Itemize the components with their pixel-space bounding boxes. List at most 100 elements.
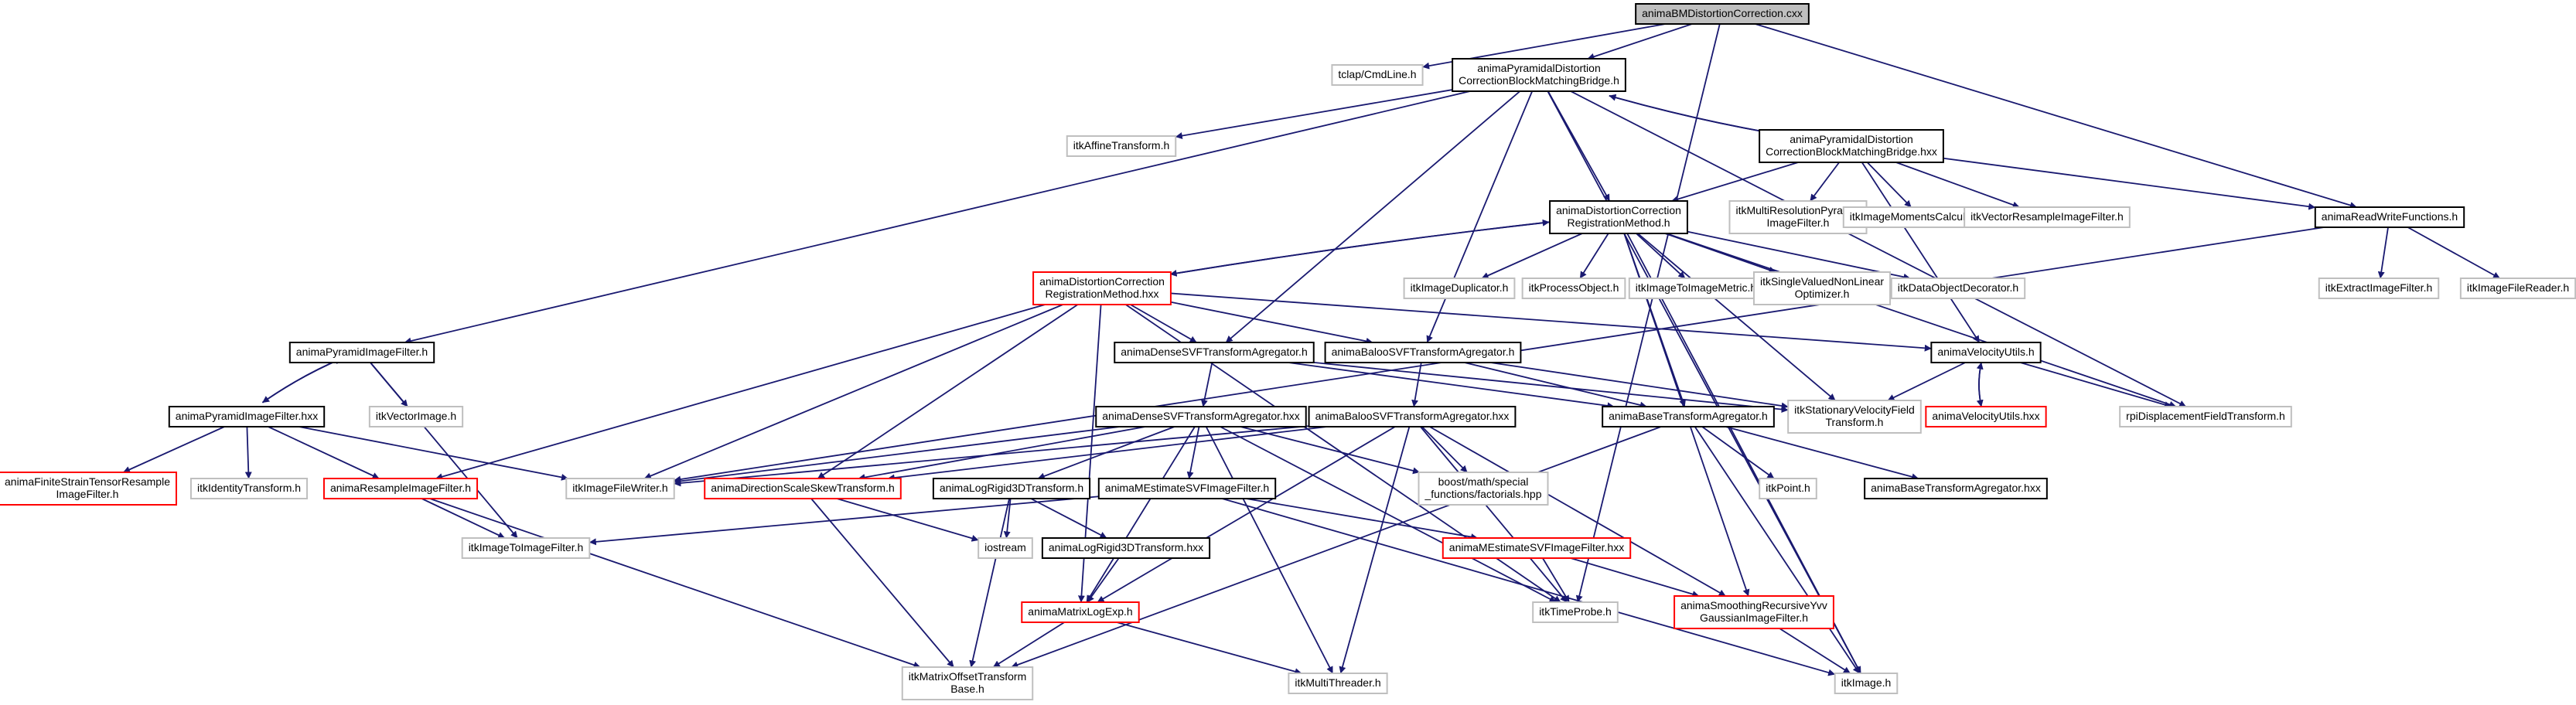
- node-label: animaVelocityUtils.h: [1937, 346, 2034, 358]
- edge-baloosvf-hxx-to-multithreader: [1339, 426, 1411, 674]
- node-root[interactable]: animaBMDistortionCorrection.cxx: [1635, 3, 1810, 25]
- node-label: _functions/factorials.hpp: [1424, 488, 1542, 500]
- node-box: [1635, 3, 1810, 25]
- node-affine: itkAffineTransform.h: [1066, 135, 1177, 157]
- node-logrigid-hxx[interactable]: animaLogRigid3DTransform.hxx: [1041, 537, 1211, 559]
- node-label: animaBalooSVFTransformAgregator.h: [1332, 346, 1515, 358]
- edge-mestimate-h-to-itkimage: [1222, 498, 1836, 676]
- node-label: iostream: [984, 541, 1026, 553]
- edge-pdc-bridge-h-to-pyrfilter-h: [404, 90, 1471, 345]
- node-box: [1097, 478, 1277, 499]
- edge-logrigid-h-to-iostream: [1003, 498, 1012, 539]
- edge-resample-to-matrixoffset: [429, 498, 921, 669]
- node-rpidisp: rpiDisplacementFieldTransform.h: [2119, 406, 2292, 427]
- node-baloosvf-h[interactable]: animaBalooSVFTransformAgregator.h: [1324, 342, 1522, 363]
- node-dcrm-hxx[interactable]: animaDistortionCorrectionRegistrationMet…: [1032, 271, 1172, 305]
- node-velutils-hxx[interactable]: animaVelocityUtils.hxx: [1925, 406, 2047, 427]
- edge-logrigid-h-to-logrigid-hxx: [1030, 498, 1107, 539]
- edge-densesvf-h-to-densesvf-hxx: [1200, 362, 1213, 407]
- node-label: animaBalooSVFTransformAgregator.hxx: [1315, 410, 1510, 422]
- node-dcrm-h[interactable]: animaDistortionCorrectionRegistrationMet…: [1549, 200, 1688, 234]
- edge-dcrm-h-to-statvel: [1637, 233, 1836, 401]
- edge-baseagg-h-to-itkpoint: [1701, 426, 1775, 479]
- node-dirscaleskew[interactable]: animaDirectionScaleSkewTransform.h: [704, 478, 902, 499]
- node-label: tclap/CmdLine.h: [1338, 68, 1416, 80]
- edge-baloosvf-h-to-baloosvf-hxx: [1411, 362, 1422, 407]
- node-box: [1925, 406, 2047, 427]
- node-mestimate-hxx[interactable]: animaMEstimateSVFImageFilter.hxx: [1442, 537, 1632, 559]
- node-filereader: itkImageFileReader.h: [2459, 278, 2576, 299]
- node-resample[interactable]: animaResampleImageFilter.h: [322, 478, 479, 499]
- edge-pdc-bridge-h-to-densesvf-h: [1225, 90, 1521, 343]
- edge-densesvf-hxx-to-matrixlogexp: [1086, 426, 1196, 603]
- node-label: animaPyramidalDistortion: [1477, 62, 1601, 74]
- node-label: itkExtractImageFilter.h: [2325, 281, 2433, 294]
- node-box: [461, 537, 591, 559]
- node-pyrfilter-hxx[interactable]: animaPyramidImageFilter.hxx: [168, 406, 326, 427]
- edge-pdc-bridge-h-to-rpidisp: [1570, 90, 2187, 407]
- edge-dcrm-h-to-dataobjdec: [1687, 230, 1911, 281]
- node-label: animaMatrixLogExp.h: [1028, 605, 1132, 618]
- edge-dcrm-hxx-to-velutils-h: [1170, 292, 1932, 352]
- node-label: animaResampleImageFilter.h: [330, 482, 471, 494]
- node-baseagg-h[interactable]: animaBaseTransformAgregator.h: [1602, 406, 1775, 427]
- edge-mestimate-hxx-to-smoothing: [1570, 557, 1700, 598]
- node-baseagg-hxx[interactable]: animaBaseTransformAgregator.hxx: [1864, 478, 2048, 499]
- edge-rwf-to-extract: [2377, 226, 2389, 279]
- node-pdc-bridge-h[interactable]: animaPyramidalDistortionCorrectionBlockM…: [1452, 58, 1626, 92]
- node-box: [704, 478, 902, 499]
- node-label: itkMultiThreader.h: [1295, 676, 1380, 689]
- edge-dcrm-h-to-processobj: [1579, 233, 1609, 279]
- node-label: animaSmoothingRecursiveYvv: [1680, 599, 1827, 611]
- node-pyrfilter-h[interactable]: animaPyramidImageFilter.h: [288, 342, 435, 363]
- node-velutils-h[interactable]: animaVelocityUtils.h: [1930, 342, 2042, 363]
- edge-pyrfilter-h-to-pyrfilter-hxx: [261, 357, 343, 404]
- node-box: [322, 478, 479, 499]
- edge-baloosvf-h-to-baseagg-h: [1464, 362, 1647, 409]
- edge-logrigid-h-to-matrixoffset: [969, 498, 1010, 668]
- node-label: itkImageToImageMetric.h: [1636, 281, 1756, 294]
- edge-dcrm-hxx-to-filewriter: [643, 304, 1063, 479]
- edge-resample-to-img2imgfilter: [421, 498, 506, 539]
- node-label: animaFiniteStrainTensorResample: [5, 475, 170, 488]
- node-timeprobe: itkTimeProbe.h: [1532, 601, 1619, 623]
- node-label: ImageFilter.h: [56, 488, 119, 500]
- node-box: [1549, 200, 1688, 234]
- node-box: [1890, 278, 2026, 299]
- edge-densesvf-hxx-to-mestimate-h: [1186, 426, 1200, 479]
- node-label: animaDistortionCorrection: [1039, 275, 1165, 288]
- edge-pdc-bridge-hxx-to-dcrm-h: [1671, 162, 1799, 203]
- node-finitestrain[interactable]: animaFiniteStrainTensorResampleImageFilt…: [0, 472, 177, 506]
- node-label: itkTimeProbe.h: [1539, 605, 1612, 618]
- node-box: [2459, 278, 2576, 299]
- edge-pdc-bridge-hxx-to-multires: [1810, 162, 1840, 202]
- edge-pyrfilter-hxx-to-pyrfilter-h: [261, 357, 343, 404]
- edge-velutils-h-to-statvel: [1887, 362, 1966, 401]
- node-label: rpiDisplacementFieldTransform.h: [2126, 410, 2285, 422]
- node-label: itkStationaryVelocityField: [1794, 404, 1915, 416]
- node-label: itkImage.h: [1841, 676, 1892, 689]
- node-box: [1331, 64, 1424, 86]
- edge-pdc-bridge-h-to-affine: [1175, 89, 1453, 140]
- node-multithreader: itkMultiThreader.h: [1288, 673, 1388, 694]
- node-densesvf-hxx[interactable]: animaDenseSVFTransformAgregator.hxx: [1095, 406, 1307, 427]
- node-duplicator: itkImageDuplicator.h: [1403, 278, 1516, 299]
- node-label: Base.h: [950, 683, 984, 695]
- node-smoothing[interactable]: animaSmoothingRecursiveYvvGaussianImageF…: [1674, 595, 1834, 629]
- edge-dcrm-h-to-rpidisp: [1666, 233, 2177, 408]
- edge-baseagg-h-to-itkimage: [1694, 426, 1861, 674]
- node-mestimate-h[interactable]: animaMEstimateSVFImageFilter.h: [1097, 478, 1277, 499]
- node-label: itkMultiResolutionPyramid: [1735, 204, 1860, 216]
- node-matrixlogexp[interactable]: animaMatrixLogExp.h: [1021, 601, 1140, 623]
- edge-baloosvf-hxx-to-timeprobe: [1420, 426, 1568, 603]
- node-label: itkImageFileWriter.h: [572, 482, 667, 494]
- node-label: itkVectorResampleImageFilter.h: [1970, 210, 2124, 223]
- node-label: itkImageMomentsCalculator.h: [1850, 210, 1992, 223]
- node-baloosvf-hxx[interactable]: animaBalooSVFTransformAgregator.hxx: [1308, 406, 1517, 427]
- node-rwf[interactable]: animaReadWriteFunctions.h: [2314, 206, 2465, 228]
- edge-logrigid-hxx-to-matrixlogexp: [1087, 557, 1120, 603]
- node-densesvf-h[interactable]: animaDenseSVFTransformAgregator.h: [1114, 342, 1315, 363]
- node-logrigid-h[interactable]: animaLogRigid3DTransform.h: [932, 478, 1091, 499]
- node-pdc-bridge-hxx[interactable]: animaPyramidalDistortionCorrectionBlockM…: [1759, 129, 1944, 163]
